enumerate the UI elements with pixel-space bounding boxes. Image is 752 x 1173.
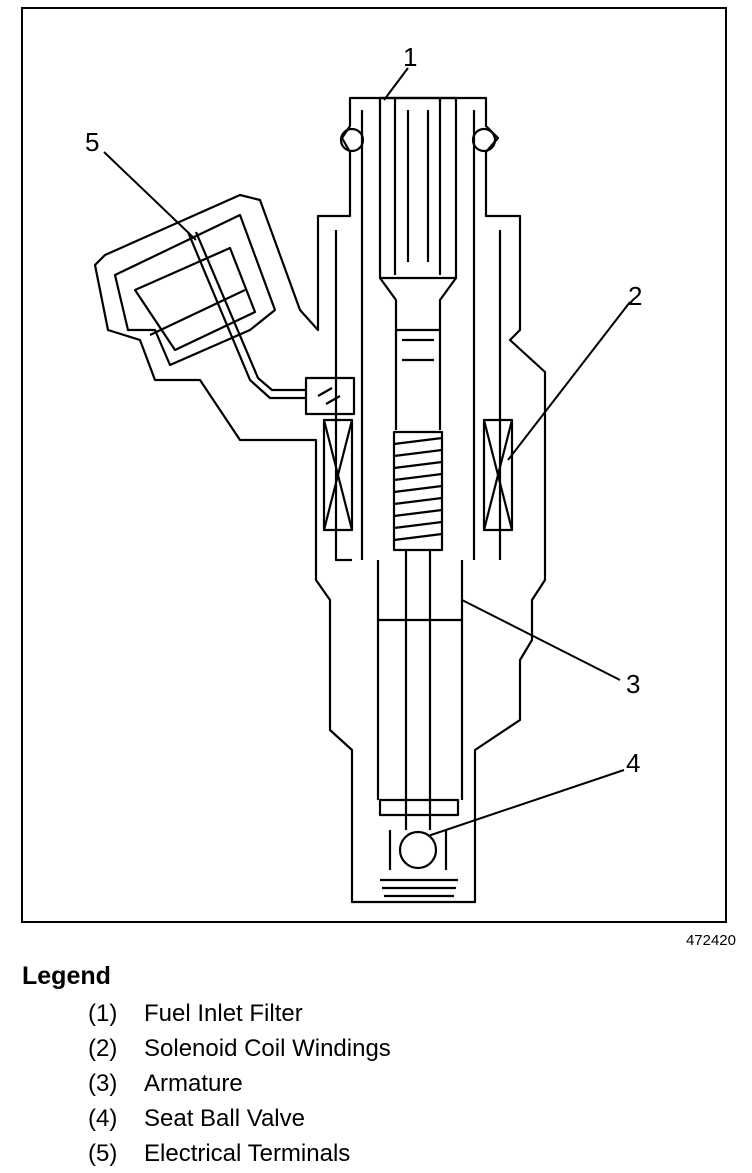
leader-line-1 — [383, 67, 409, 101]
callout-4: 4 — [626, 748, 640, 778]
leader-line-4 — [427, 769, 625, 837]
armature-shaft — [376, 550, 464, 830]
figure-id: 472420 — [685, 932, 736, 949]
legend-item-number: (1) — [88, 1000, 118, 1027]
legend-title: Legend — [22, 962, 111, 990]
callout-2: 2 — [628, 281, 642, 311]
inner-body-wall — [334, 110, 502, 562]
terminal-wire — [186, 231, 306, 400]
solenoid-coil-left — [322, 418, 354, 532]
legend-item: (1) Fuel Inlet Filter — [88, 998, 391, 1033]
legend-list: (1) Fuel Inlet Filter (2) Solenoid Coil Wi… — [88, 998, 391, 1173]
leader-line-5 — [103, 151, 197, 241]
legend-item-number: (2) — [88, 1035, 118, 1062]
legend-item: (4) Seat Ball Valve — [88, 1103, 391, 1138]
fuel-injector-diagram: 1 2 3 4 5 — [21, 7, 727, 923]
legend-item-number: (3) — [88, 1070, 118, 1097]
legend-item-number: (4) — [88, 1105, 118, 1132]
legend-item-number: (5) — [88, 1140, 118, 1167]
legend-item: (2) Solenoid Coil Windings — [88, 1033, 391, 1068]
legend-item-label: Seat Ball Valve — [144, 1105, 305, 1132]
callout-3: 3 — [626, 669, 640, 699]
diagram-frame — [21, 7, 727, 923]
terminal-block — [304, 376, 356, 416]
seat-ball-valve — [398, 830, 438, 870]
o-ring-right — [471, 127, 497, 153]
legend-item-label: Solenoid Coil Windings — [144, 1035, 391, 1062]
legend-item-label: Armature — [144, 1070, 243, 1097]
injector-body — [93, 96, 547, 904]
fuel-inlet-filter — [378, 96, 458, 280]
callout-5: 5 — [85, 127, 99, 157]
leader-line-3 — [461, 599, 621, 681]
legend-item-label: Electrical Terminals — [144, 1140, 351, 1167]
leader-line-2 — [507, 301, 631, 461]
legend-item-label: Fuel Inlet Filter — [144, 1000, 303, 1027]
connector-housing — [113, 213, 277, 367]
solenoid-coil-right — [482, 418, 514, 532]
callout-1: 1 — [403, 42, 417, 72]
legend-item: (5) Electrical Terminals — [88, 1138, 391, 1173]
legend-item: (3) Armature — [88, 1068, 391, 1103]
